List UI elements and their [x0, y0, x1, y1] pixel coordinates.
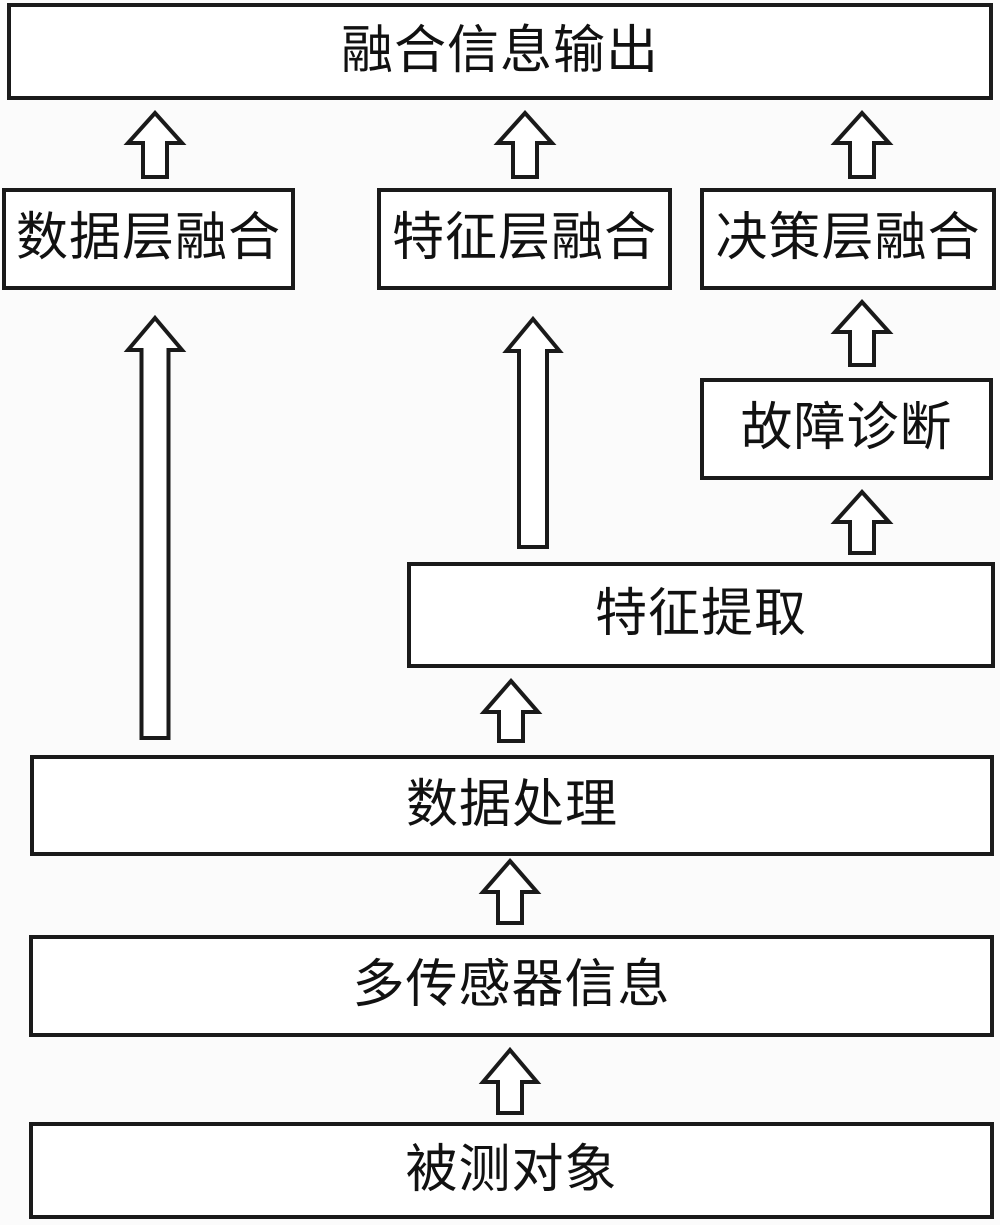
arrow-decision-layer-to-output	[830, 110, 894, 179]
arrow-data-processing-to-feature-extraction	[479, 677, 543, 743]
arrow-feature-extraction-to-feature-layer	[502, 315, 564, 549]
node-data-layer-fusion: 数据层融合	[2, 188, 295, 290]
node-data-layer-fusion-label: 数据层融合	[15, 210, 281, 267]
node-feature-layer-fusion-label: 特征层融合	[391, 210, 657, 267]
node-multi-sensor-info-label: 多传感器信息	[352, 957, 671, 1014]
node-multi-sensor-info: 多传感器信息	[29, 935, 994, 1037]
node-measured-object: 被测对象	[29, 1122, 994, 1219]
node-decision-layer-fusion: 决策层融合	[700, 188, 996, 290]
arrow-multi-sensor-to-data-processing	[478, 857, 542, 925]
arrow-feature-extraction-to-fault-diagnosis	[830, 489, 894, 555]
node-fault-diagnosis: 故障诊断	[700, 378, 993, 480]
arrow-measured-object-to-multi-sensor	[478, 1046, 542, 1115]
arrow-fault-diagnosis-to-decision-layer	[830, 299, 894, 367]
arrow-data-processing-to-data-layer	[123, 314, 187, 740]
node-data-processing: 数据处理	[30, 755, 994, 856]
node-feature-layer-fusion: 特征层融合	[377, 188, 672, 290]
node-fusion-output: 融合信息输出	[7, 3, 993, 100]
node-feature-extraction-label: 特征提取	[594, 586, 807, 643]
node-fault-diagnosis-label: 故障诊断	[740, 400, 953, 457]
arrow-feature-layer-to-output	[493, 110, 557, 179]
node-decision-layer-fusion-label: 决策层融合	[715, 210, 981, 267]
node-data-processing-label: 数据处理	[405, 776, 618, 834]
arrow-data-layer-to-output	[123, 110, 187, 179]
node-measured-object-label: 被测对象	[405, 1141, 618, 1199]
node-fusion-output-label: 融合信息输出	[340, 22, 659, 80]
node-feature-extraction: 特征提取	[407, 562, 995, 668]
